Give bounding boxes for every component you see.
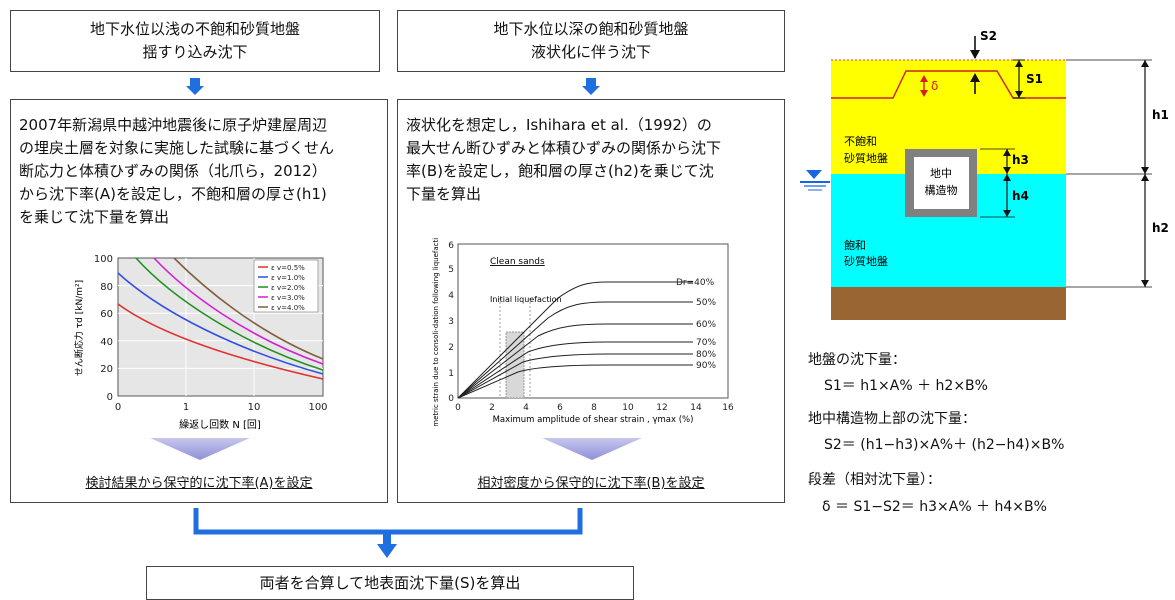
h3-label: h3 xyxy=(1012,153,1029,167)
c2-y-1: 1 xyxy=(448,369,454,379)
unsat-label-1: 不飽和 xyxy=(844,134,877,148)
structure-label-1: 地中 xyxy=(930,167,952,180)
shear-stress-chart: 0 20 40 60 80 100 0 1 10 100 繰返し回数 N [回]… xyxy=(73,254,328,431)
unsat-label-2: 砂質地盤 xyxy=(844,151,888,165)
sat-label-1: 飽和 xyxy=(844,238,866,252)
curve-ev-3.0 xyxy=(153,257,324,365)
y-tick-0: 0 xyxy=(107,392,113,403)
middle-header-line1: 地下水位以深の飽和砂質地盤 xyxy=(493,20,689,38)
c2-x-4: 4 xyxy=(523,403,529,413)
s1-label: S1 xyxy=(1026,72,1043,86)
c2-y-0: 0 xyxy=(448,394,454,404)
middle-conclusion-arrow-icon xyxy=(542,438,642,460)
c2-y-4: 4 xyxy=(448,291,454,301)
curve-ev-2.0 xyxy=(135,257,324,371)
y-tick-60: 60 xyxy=(100,309,113,320)
c2-x-8: 8 xyxy=(591,403,597,413)
h2-label: h2 xyxy=(1152,221,1169,235)
middle-header-box: 地下水位以深の飽和砂質地盤 液状化に伴う沈下 xyxy=(397,10,785,72)
left-conclusion: 検討結果から保守的に沈下率(A)を設定 xyxy=(85,476,313,491)
curve-dr-40 xyxy=(457,281,693,399)
formula-title-1: 地盤の沈下量： xyxy=(808,352,906,368)
ground-section-diagram: 地中 構造物 不飽和 砂質地盤 飽和 砂質地盤 S2 δ S1 h3 h4 h1 xyxy=(800,29,1169,320)
curve-dr-60 xyxy=(457,323,693,399)
c2-x-0: 0 xyxy=(455,403,461,413)
formula-eq-1: S1＝ h1×A% ＋ h2×B% xyxy=(824,378,988,394)
c2-y-3: 3 xyxy=(448,317,454,327)
water-table-icon xyxy=(800,170,830,191)
h1-label: h1 xyxy=(1152,108,1169,122)
left-content-box: 2007年新潟県中越沖地震後に原子炉建屋周辺 の埋戻土層を対象に実施した試験に基… xyxy=(10,99,388,503)
structure-label-2: 構造物 xyxy=(925,183,958,197)
left-conclusion-arrow-icon xyxy=(150,438,250,460)
curve-dr-80 xyxy=(457,353,693,399)
initial-liquefaction-zone xyxy=(505,331,525,399)
chart1-ylabel: せん断応力 τd [kN/m²] xyxy=(73,280,85,376)
formula-eq-3: δ ＝ S1−S2＝ h3×A% ＋ h4×B% xyxy=(822,499,1047,515)
clean-sands-label: Clean sands xyxy=(490,257,545,267)
s2-label: S2 xyxy=(980,29,997,43)
middle-content-box: 液状化を想定し，Ishihara et al.（1992）の 最大せん断ひずみと… xyxy=(397,99,785,503)
x-tick-10: 10 xyxy=(248,402,261,413)
curve-label-90: 90% xyxy=(696,361,716,371)
curve-ev-0.5 xyxy=(117,303,324,380)
curve-label-dr-40: Dr=40% xyxy=(676,278,715,288)
curve-dr-70 xyxy=(457,341,693,399)
x-tick-100: 100 xyxy=(308,402,327,413)
curve-label-60: 60% xyxy=(696,320,716,330)
c2-x-10: 10 xyxy=(622,403,634,413)
h4-label: h4 xyxy=(1012,189,1029,203)
curve-dr-90 xyxy=(457,364,693,399)
c2-y-2: 2 xyxy=(448,343,454,353)
curve-label-70: 70% xyxy=(696,338,716,348)
c2-y-6: 6 xyxy=(448,241,454,251)
legend-ev-2.0: ε v=2.0% xyxy=(271,284,305,292)
x-tick-1: 1 xyxy=(183,402,189,413)
formula-title-2: 地中構造物上部の沈下量： xyxy=(808,411,976,427)
left-header-line2: 揺すり込み沈下 xyxy=(142,43,248,61)
middle-conclusion: 相対密度から保守的に沈下率(B)を設定 xyxy=(477,476,705,491)
result-box: 両者を合算して地表面沈下量(S)を算出 xyxy=(146,566,634,600)
initial-liquefaction-label: Initial liquefaction xyxy=(490,295,562,304)
merge-connector xyxy=(193,508,583,558)
left-header-line1: 地下水位以浅の不飽和砂質地盤 xyxy=(89,20,300,38)
base-layer xyxy=(831,287,1066,320)
y-tick-20: 20 xyxy=(100,364,113,375)
middle-body-text: 液状化を想定し，Ishihara et al.（1992）の 最大せん断ひずみと… xyxy=(406,116,722,203)
legend-ev-4.0: ε v=4.0% xyxy=(271,304,305,312)
chart1-xlabel: 繰返し回数 N [回] xyxy=(179,418,261,431)
left-down-arrow-icon xyxy=(186,78,204,95)
formula-title-3: 段差（相対沈下量）： xyxy=(808,472,941,488)
curve-ev-4.0 xyxy=(173,257,324,360)
x-tick-0: 0 xyxy=(115,402,121,413)
y-tick-80: 80 xyxy=(100,282,113,293)
curve-ev-1.0 xyxy=(117,272,324,375)
chart2-xlabel: Maximum amplitude of shear strain , γmax… xyxy=(493,415,694,425)
sat-label-2: 砂質地盤 xyxy=(844,254,888,268)
delta-label: δ xyxy=(931,79,938,93)
y-tick-100: 100 xyxy=(94,254,113,265)
result-label: 両者を合算して地表面沈下量(S)を算出 xyxy=(259,573,521,592)
volumetric-strain-chart: Dr=40% 50% 60% 70% 80% 90% Clean sands I… xyxy=(432,238,734,426)
formula-eq-2: S2＝ (h1−h3)×A%＋ (h2−h4)×B% xyxy=(824,437,1065,453)
curve-dr-50 xyxy=(457,301,693,399)
c2-x-14: 14 xyxy=(690,403,702,413)
c2-x-6: 6 xyxy=(557,403,563,413)
left-header-box: 地下水位以浅の不飽和砂質地盤 揺すり込み沈下 xyxy=(10,10,380,72)
c2-x-16: 16 xyxy=(722,403,734,413)
c2-x-2: 2 xyxy=(489,403,495,413)
chart1-legend xyxy=(253,259,319,313)
curve-label-50: 50% xyxy=(696,298,716,308)
c2-x-12: 12 xyxy=(656,403,667,413)
left-body-text: 2007年新潟県中越沖地震後に原子炉建屋周辺 の埋戻土層を対象に実施した試験に基… xyxy=(19,116,335,226)
legend-ev-1.0: ε v=1.0% xyxy=(271,274,305,282)
y-tick-40: 40 xyxy=(100,337,113,348)
curve-label-80: 80% xyxy=(696,350,716,360)
middle-down-arrow-icon xyxy=(582,78,600,95)
c2-y-5: 5 xyxy=(448,265,454,275)
legend-ev-0.5: ε v=0.5% xyxy=(271,264,305,272)
middle-header-line2: 液状化に伴う沈下 xyxy=(530,43,651,61)
legend-ev-3.0: ε v=3.0% xyxy=(271,294,305,302)
chart2-ylabel: Volumetric strain due to consoli-dation … xyxy=(432,238,440,426)
